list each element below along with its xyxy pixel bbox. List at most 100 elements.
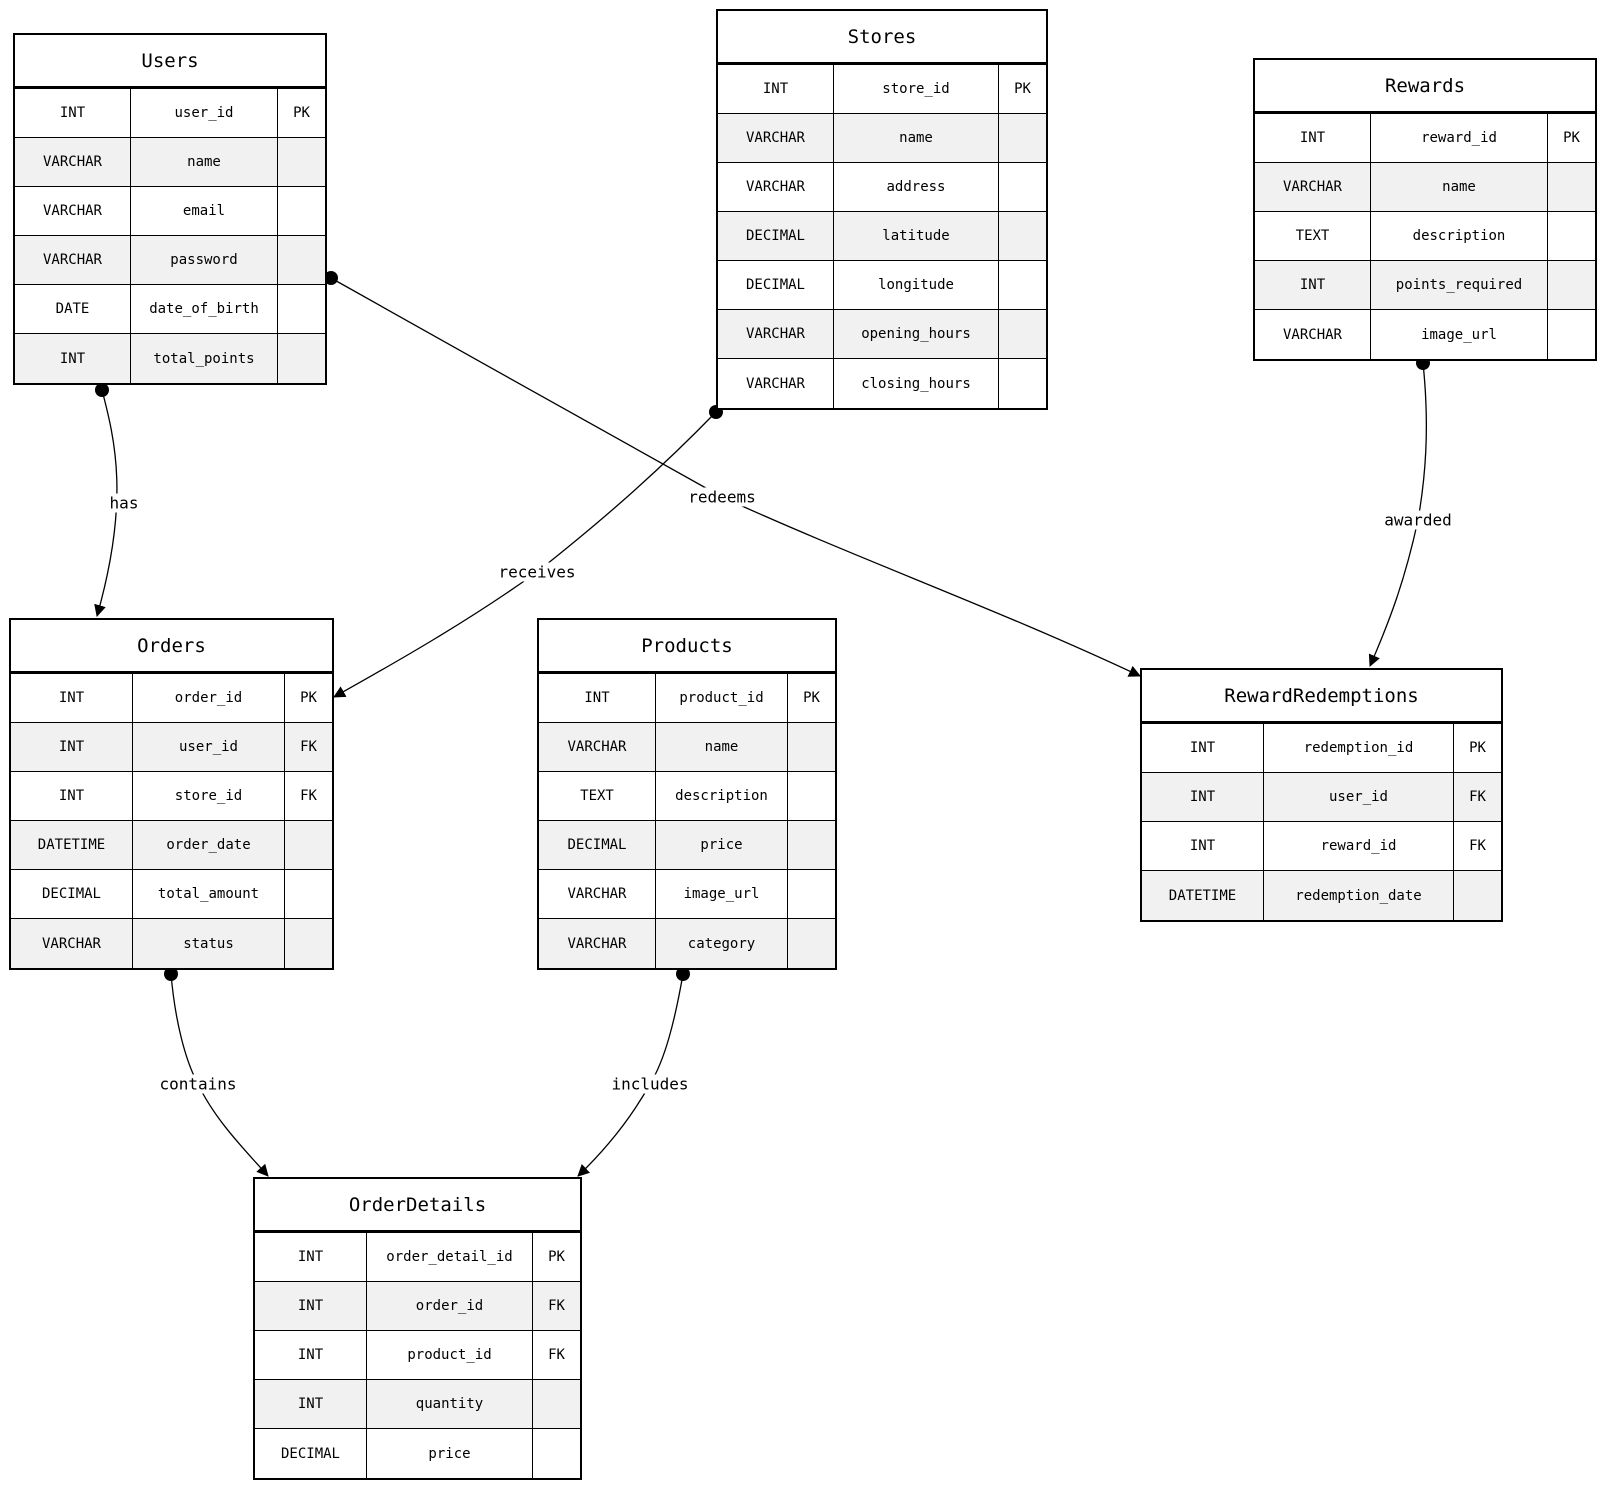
column-name: redemption_date bbox=[1263, 871, 1453, 920]
column-key: PK bbox=[532, 1233, 580, 1281]
column-name: order_date bbox=[132, 821, 284, 869]
column-type: INT bbox=[1299, 130, 1326, 146]
column-name: opening_hours bbox=[833, 310, 998, 358]
column-type: VARCHAR bbox=[1282, 179, 1342, 195]
column-key: FK bbox=[284, 723, 332, 771]
column-key bbox=[787, 821, 835, 869]
relationship-origin-dot bbox=[164, 967, 178, 981]
column-type: VARCHAR bbox=[42, 203, 102, 219]
column-name: store_id bbox=[833, 65, 998, 113]
column-name: order_id bbox=[132, 674, 284, 722]
column-row: VARCHAR opening_hours bbox=[718, 310, 1046, 359]
column-name: redemption_id bbox=[1263, 724, 1453, 772]
column-name: reward_id bbox=[1370, 114, 1547, 162]
column-key bbox=[998, 212, 1046, 260]
column-key: PK bbox=[1453, 724, 1501, 772]
column-type: VARCHAR bbox=[745, 179, 805, 195]
column-name: user_id bbox=[130, 89, 277, 137]
column-name: price bbox=[366, 1429, 532, 1478]
column-key bbox=[532, 1429, 580, 1478]
relationship-origin-dot bbox=[676, 967, 690, 981]
entity-title: Users bbox=[15, 35, 325, 89]
column-type: INT bbox=[297, 1298, 324, 1314]
relationship-origin-dot bbox=[95, 383, 109, 397]
column-key bbox=[1547, 310, 1595, 359]
column-key: PK bbox=[998, 65, 1046, 113]
column-row: TEXT description bbox=[1255, 212, 1595, 261]
column-type: INT bbox=[58, 788, 85, 804]
column-row: VARCHAR email bbox=[15, 187, 325, 236]
column-type: DECIMAL bbox=[745, 228, 805, 244]
column-key: FK bbox=[532, 1331, 580, 1379]
column-name: total_points bbox=[130, 334, 277, 383]
column-type: VARCHAR bbox=[42, 154, 102, 170]
column-name: email bbox=[130, 187, 277, 235]
column-key bbox=[1453, 871, 1501, 920]
column-type: INT bbox=[59, 105, 86, 121]
column-type: INT bbox=[58, 739, 85, 755]
relationship-label: redeems bbox=[686, 487, 758, 507]
column-type: DECIMAL bbox=[745, 277, 805, 293]
column-type: VARCHAR bbox=[567, 739, 627, 755]
relationship-origin-dot bbox=[324, 271, 338, 285]
column-name: store_id bbox=[132, 772, 284, 820]
column-name: image_url bbox=[655, 870, 787, 918]
column-key bbox=[277, 334, 325, 383]
column-type: DATE bbox=[55, 301, 90, 317]
column-key: PK bbox=[1547, 114, 1595, 162]
column-type: TEXT bbox=[1295, 228, 1330, 244]
entity-title: Stores bbox=[718, 11, 1046, 65]
column-type: INT bbox=[297, 1249, 324, 1265]
column-row: TEXT description bbox=[539, 772, 835, 821]
column-type: VARCHAR bbox=[745, 326, 805, 342]
column-type: VARCHAR bbox=[745, 375, 805, 392]
column-name: user_id bbox=[132, 723, 284, 771]
column-key bbox=[532, 1380, 580, 1428]
column-name: total_amount bbox=[132, 870, 284, 918]
column-type: INT bbox=[1189, 789, 1216, 805]
column-name: description bbox=[1370, 212, 1547, 260]
column-name: description bbox=[655, 772, 787, 820]
entity-title: Products bbox=[539, 620, 835, 674]
entity-title: Orders bbox=[11, 620, 332, 674]
column-type: VARCHAR bbox=[41, 935, 101, 952]
column-name: name bbox=[655, 723, 787, 771]
column-type: INT bbox=[1299, 277, 1326, 293]
column-name: name bbox=[1370, 163, 1547, 211]
column-name: order_detail_id bbox=[366, 1233, 532, 1281]
column-name: name bbox=[833, 114, 998, 162]
column-name: reward_id bbox=[1263, 822, 1453, 870]
column-key bbox=[787, 772, 835, 820]
column-key: FK bbox=[532, 1282, 580, 1330]
column-key bbox=[284, 870, 332, 918]
column-name: product_id bbox=[655, 674, 787, 722]
column-type: TEXT bbox=[580, 788, 614, 804]
column-name: category bbox=[655, 919, 787, 968]
column-key bbox=[998, 310, 1046, 358]
